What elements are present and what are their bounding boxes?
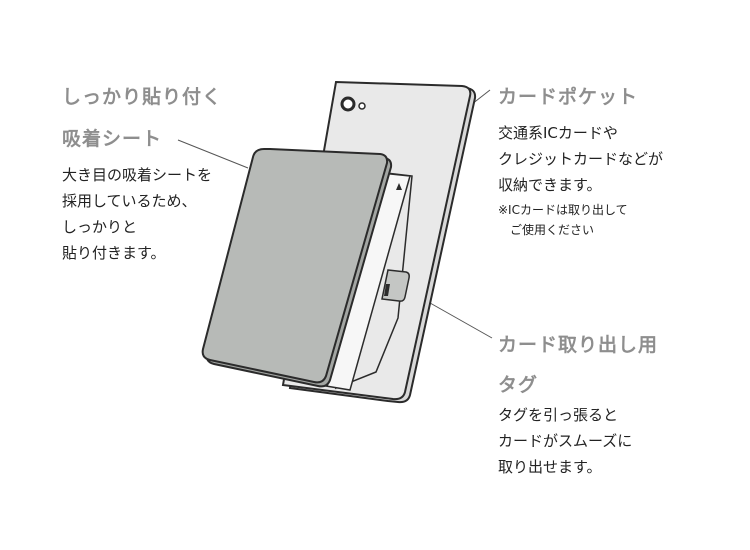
sheet-heading-line-1: しっかり貼り付く [62, 86, 223, 108]
pocket-heading: カードポケット [498, 86, 639, 108]
pull-tag [381, 269, 410, 302]
sheet-description-line: 貼り付きます。 [62, 244, 166, 262]
sheet-description-line: 大き目の吸着シートを [62, 166, 213, 184]
sheet-description-line: しっかりと [62, 218, 138, 236]
tag-description-line: 取り出せます。 [498, 458, 602, 476]
pocket-description: 交通系ICカードや クレジットカードなどが 収納できます。 [498, 120, 663, 198]
sheet-heading-line-2: 吸着シート [62, 128, 163, 150]
pocket-note-line: ご使用ください [498, 223, 595, 237]
camera-icon [340, 96, 366, 112]
tag-description: タグを引っ張ると カードがスムーズに 取り出せます。 [498, 402, 632, 480]
pocket-description-line: 交通系ICカードや [498, 124, 618, 142]
pocket-description-line: クレジットカードなどが [498, 150, 664, 168]
leader-line-sheet [177, 139, 249, 169]
sheet-description-line: 採用しているため、 [62, 192, 197, 210]
tag-description-line: タグを引っ張ると [498, 406, 619, 424]
pocket-note-line: ※ICカードは取り出して [498, 203, 628, 217]
pocket-description-line: 収納できます。 [498, 176, 602, 194]
pocket-note: ※ICカードは取り出して ご使用ください [498, 200, 628, 240]
adhesive-sheet [201, 148, 393, 388]
tag-description-line: カードがスムーズに [498, 432, 633, 450]
tag-heading-line-1: カード取り出し用 [498, 334, 659, 356]
card-arrow-icon [396, 183, 402, 190]
sheet-description: 大き目の吸着シートを 採用しているため、 しっかりと 貼り付きます。 [62, 162, 212, 266]
tag-heading-line-2: タグ [498, 374, 539, 396]
